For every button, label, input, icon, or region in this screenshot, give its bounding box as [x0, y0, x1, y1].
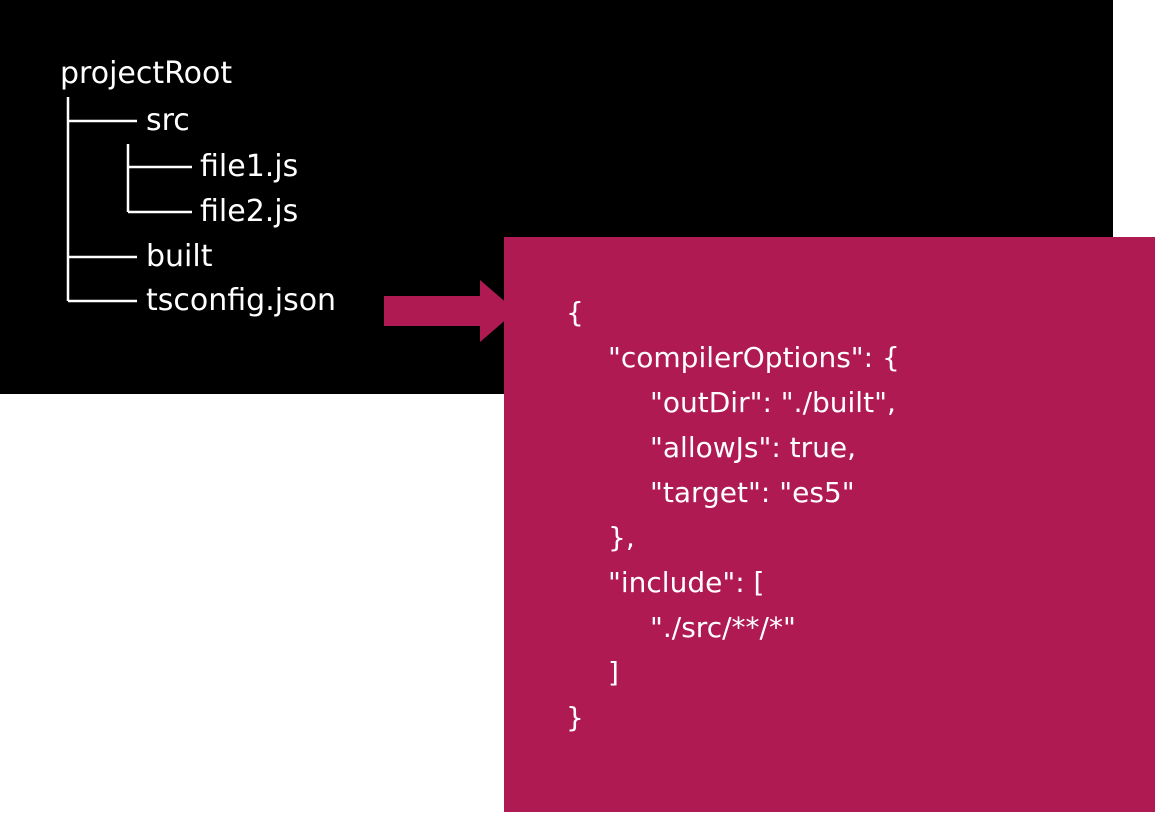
json-line-close-include: ]: [608, 656, 619, 689]
json-line-outdir: "outDir": "./built",: [650, 386, 896, 419]
tree-src-label: src: [146, 103, 190, 138]
tree-tsconfig-label: tsconfig.json: [146, 283, 337, 318]
json-line-include-glob: "./src/**/*": [650, 611, 796, 644]
tree-connector-lines: [66, 97, 192, 303]
tsconfig-json-panel: { "compilerOptions": { "outDir": "./buil…: [504, 237, 1155, 812]
json-line-include: "include": [: [608, 566, 765, 599]
json-line-close-options: },: [608, 521, 635, 554]
right-arrow-icon: [384, 280, 516, 342]
tree-root-label: projectRoot: [60, 56, 233, 91]
tree-built-label: built: [146, 239, 213, 274]
json-line-target: "target": "es5": [650, 476, 855, 509]
json-line-open-brace: {: [566, 296, 584, 329]
tree-file1-label: file1.js: [200, 149, 299, 184]
json-line-close-brace: }: [566, 701, 584, 734]
tree-file2-label: file2.js: [200, 194, 299, 229]
json-line-allowjs: "allowJs": true,: [650, 431, 857, 464]
json-line-compiler-options: "compilerOptions": {: [608, 341, 900, 374]
